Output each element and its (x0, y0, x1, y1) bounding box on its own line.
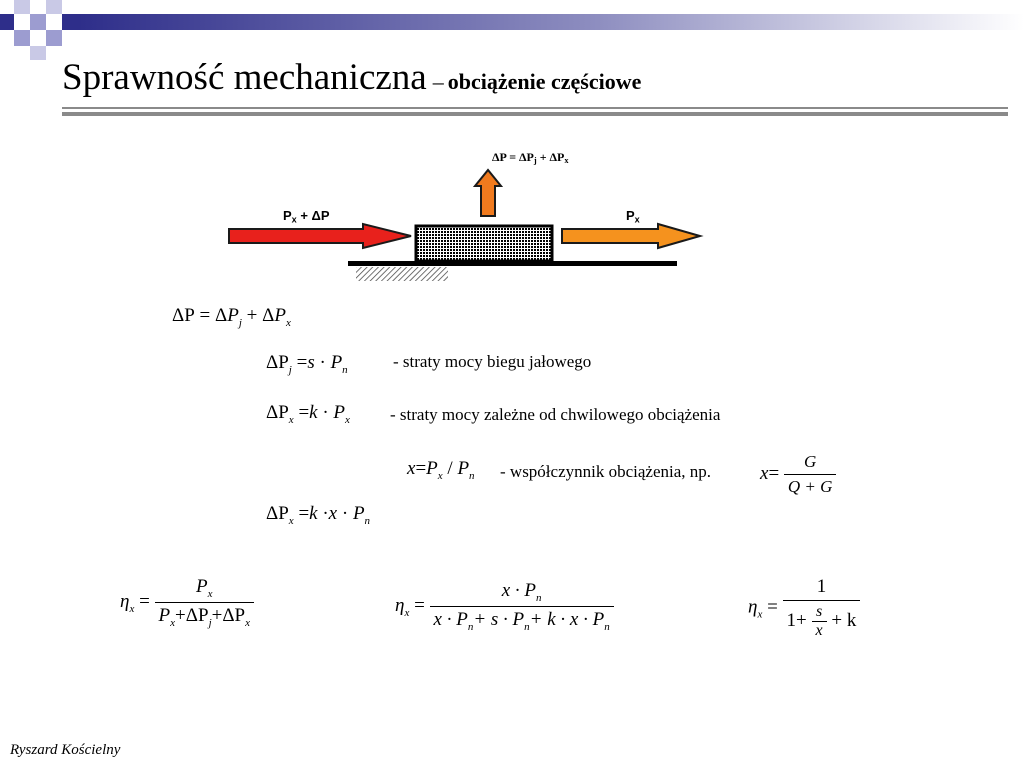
page-title: Sprawność mechaniczna– obciążenie części… (62, 56, 641, 99)
input-power-label: Px + ΔP (283, 208, 330, 225)
ground-line (348, 261, 677, 266)
title-rule-thin (62, 107, 1008, 109)
loss-label: ΔP = ΔPj + ΔPx (492, 150, 569, 166)
power-flow-diagram (228, 168, 704, 281)
machine-block (414, 224, 554, 263)
ground-hatching (356, 267, 448, 281)
efficiency-formula-1: ηx = Px Px+ΔPj+ΔPx (120, 576, 255, 629)
efficiency-formula-2: ηx = x · Pn x · Pn+ s · Pn+ k · x · Pn (395, 580, 614, 633)
input-power-arrow (228, 222, 412, 250)
author-footer: Ryszard Kościelny (10, 742, 121, 758)
loss-power-arrow (472, 168, 504, 217)
title-rule-thick (62, 112, 1008, 116)
title-main: Sprawność mechaniczna (62, 57, 427, 98)
idle-loss-description: - straty mocy biegu jałowego (393, 352, 592, 371)
equation-idle-loss: ΔPj =s · Pn (266, 352, 348, 376)
title-subtitle: obciążenie częściowe (447, 69, 642, 94)
equation-load-loss: ΔPx =k · Px (266, 402, 350, 426)
equation-load-loss-factor: ΔPx =k ·x · Pn (266, 503, 371, 527)
load-loss-description: - straty mocy zależne od chwilowego obci… (390, 405, 721, 424)
load-factor-description: - współczynnik obciążenia, np. (500, 462, 712, 481)
equation-load-factor: x=Px / Pn (407, 458, 475, 482)
title-dash: – (432, 69, 444, 94)
output-power-arrow (561, 222, 704, 250)
output-power-label: Px (626, 208, 640, 225)
equation-total-loss: ΔP = ΔPj + ΔPx (172, 305, 291, 329)
header-decoration (0, 0, 1024, 60)
